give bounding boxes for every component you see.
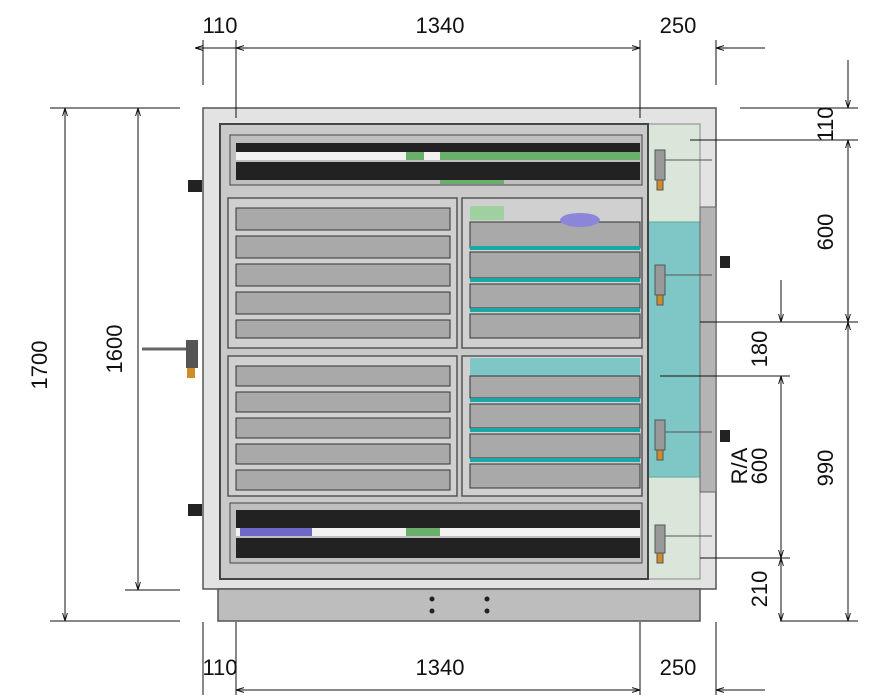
- side-plate: [699, 206, 717, 493]
- bottom-rail: [229, 502, 643, 564]
- dim-right-180: 180: [747, 331, 772, 368]
- dim-bottom-250: 250: [660, 655, 697, 680]
- label-ra: R/A: [727, 447, 752, 484]
- left-probe: [142, 340, 198, 378]
- dim-top-1340: 1340: [416, 13, 465, 38]
- dim-right-600-upper: 600: [813, 214, 838, 251]
- unit-body: [142, 107, 730, 622]
- module-upper-left: [227, 197, 458, 349]
- module-upper-right: [461, 197, 643, 349]
- dimension-lines: [50, 40, 858, 695]
- dim-right-110: 110: [813, 106, 838, 141]
- dim-bottom-110: 110: [202, 655, 237, 680]
- top-rail: [229, 134, 643, 186]
- dim-top-110: 110: [202, 13, 237, 38]
- side-knobs: [188, 180, 730, 516]
- dimension-labels: 110 1340 250 110 1340 250 1700 1600 110 …: [27, 13, 838, 680]
- dim-right-990: 990: [813, 450, 838, 487]
- valve-components: [654, 149, 712, 564]
- dim-right-600-lower: 600: [747, 448, 772, 485]
- module-lower-left: [227, 355, 458, 497]
- base-plinth: [217, 588, 701, 622]
- dim-bottom-1340: 1340: [416, 655, 465, 680]
- dim-left-1700: 1700: [27, 341, 52, 390]
- dim-right-210: 210: [747, 571, 772, 608]
- module-lower-right: [461, 355, 643, 497]
- dim-top-250: 250: [660, 13, 697, 38]
- dim-left-1600: 1600: [102, 325, 127, 374]
